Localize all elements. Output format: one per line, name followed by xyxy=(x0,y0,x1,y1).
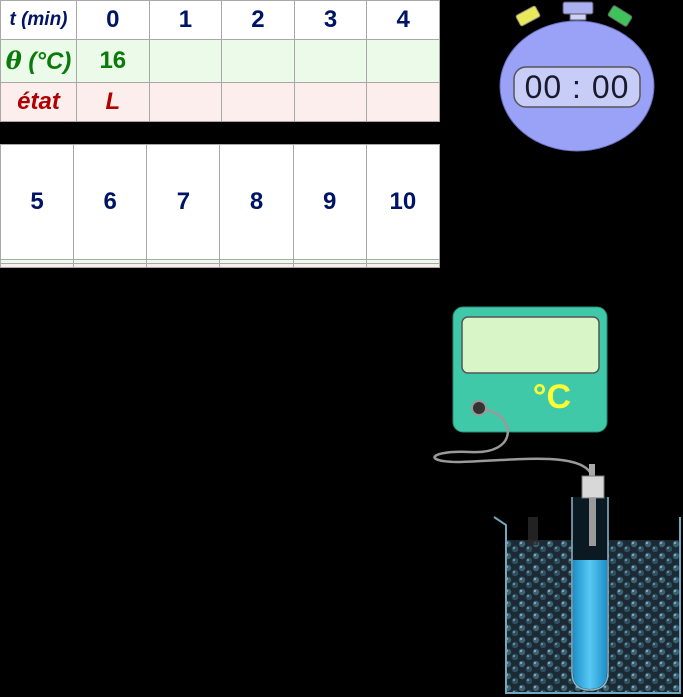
probe-cable xyxy=(433,408,595,481)
thermometer-screen xyxy=(461,316,600,374)
temperature-cell[interactable]: 16 xyxy=(76,39,150,83)
time-cell: 1 xyxy=(148,0,223,41)
stopwatch-time: 00 : 00 xyxy=(524,68,630,105)
temperature-probe[interactable] xyxy=(581,464,605,546)
time-cell: 9 xyxy=(292,143,367,261)
time-cell: 3 xyxy=(293,0,368,41)
time-row: 5 6 7 8 9 10 xyxy=(0,143,441,261)
stopwatch[interactable] xyxy=(499,1,655,152)
temperature-cell[interactable] xyxy=(148,39,223,83)
state-cell[interactable] xyxy=(148,81,223,123)
time-cell: 7 xyxy=(146,143,221,261)
time-cell: 10 xyxy=(365,143,441,261)
time-row-label: t (min) xyxy=(0,0,77,41)
temperature-row: θ (°C) 16 xyxy=(0,39,440,83)
temperature-row-label: θ (°C) xyxy=(0,39,77,83)
time-row: t (min) 0 1 2 3 4 xyxy=(0,0,440,41)
time-cell: 4 xyxy=(366,0,440,41)
state-cell[interactable] xyxy=(365,263,441,268)
temperature-reading xyxy=(462,317,599,373)
state-row xyxy=(0,263,441,268)
time-cell: 2 xyxy=(221,0,295,41)
theta-symbol: θ xyxy=(5,45,22,75)
probe-socket xyxy=(471,400,487,416)
time-cell: 5 xyxy=(0,143,75,261)
state-row-label: état xyxy=(0,81,77,123)
stopwatch-right-button[interactable] xyxy=(607,5,633,27)
tube-liquid xyxy=(573,560,607,689)
state-cell[interactable] xyxy=(293,81,368,123)
temperature-unit: °C xyxy=(532,378,572,416)
state-cell[interactable] xyxy=(366,81,440,123)
measurement-table-top: t (min) 0 1 2 3 4 θ (°C) 16 état L xyxy=(0,0,440,123)
stopwatch-display xyxy=(513,66,641,108)
stopwatch-left-button[interactable] xyxy=(515,5,541,27)
temperature-cell[interactable] xyxy=(366,39,440,83)
digital-thermometer xyxy=(452,306,608,433)
test-tube xyxy=(571,497,609,691)
stopwatch-top-button[interactable] xyxy=(562,1,594,15)
time-cell: 8 xyxy=(219,143,294,261)
measurement-table-bottom: 5 6 7 8 9 10 xyxy=(0,143,441,268)
state-row: état L xyxy=(0,81,440,123)
state-cell[interactable] xyxy=(221,81,295,123)
time-cell: 6 xyxy=(73,143,148,261)
